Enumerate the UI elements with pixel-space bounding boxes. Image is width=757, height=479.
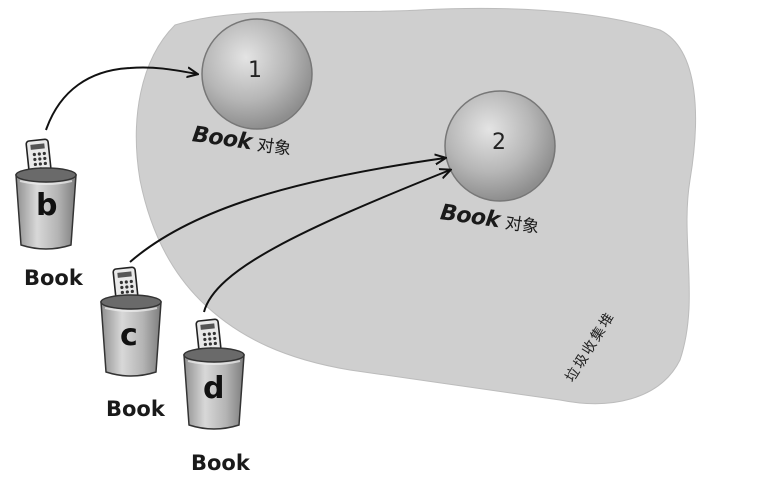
object-2-suffix: 对象 (503, 213, 541, 238)
arrow-d-to-object-2 (203, 170, 450, 313)
object-1-suffix: 对象 (255, 135, 293, 160)
reference-d-letter: d (203, 371, 225, 406)
reference-b-letter: b (36, 188, 58, 223)
arrow-b-to-object-1 (45, 67, 197, 131)
reference-d-type: Book (191, 451, 250, 475)
book-object-1 (201, 18, 313, 130)
object-1-number: 1 (248, 58, 262, 83)
book-object-2 (444, 90, 556, 202)
reference-c-letter: c (120, 318, 138, 353)
object-2-number: 2 (492, 130, 506, 155)
reference-c-type: Book (106, 397, 165, 421)
reference-b-type: Book (24, 266, 83, 290)
arrow-c-to-object-2 (129, 158, 445, 263)
